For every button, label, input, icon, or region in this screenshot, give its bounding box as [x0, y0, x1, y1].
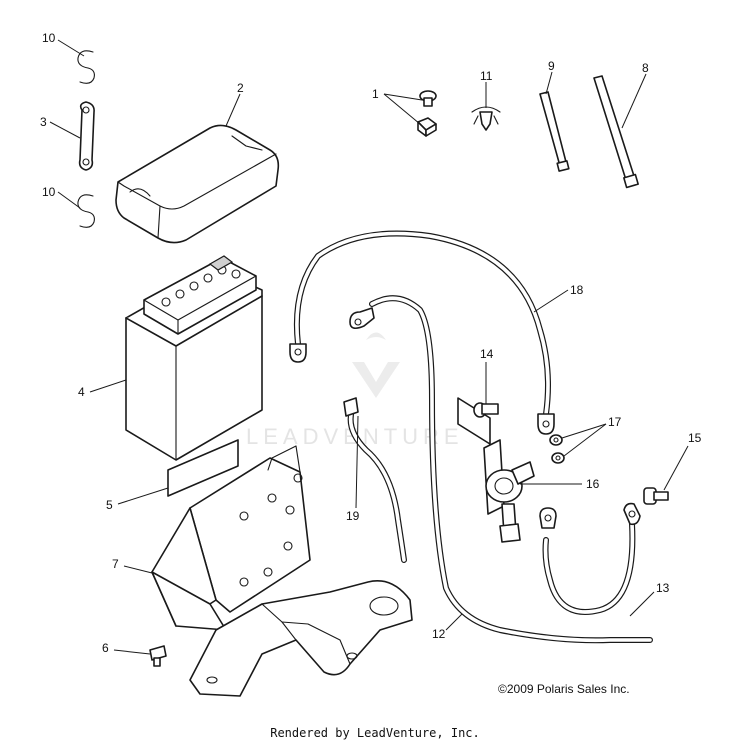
callout-3: 3 [40, 115, 47, 129]
clip-10-bottom[interactable] [77, 194, 95, 228]
callout-8: 8 [642, 61, 649, 75]
nuts-17[interactable] [549, 434, 565, 464]
callout-9: 9 [548, 59, 555, 73]
copyright-notice: ©2009 Polaris Sales Inc. [498, 682, 630, 696]
rendered-by-footer: Rendered by LeadVenture, Inc. [270, 726, 480, 740]
callout-16: 16 [586, 477, 600, 491]
clip-10-top[interactable] [77, 50, 95, 84]
callout-numbers: 10 3 10 2 1 11 9 8 4 5 7 6 18 14 19 17 1… [40, 31, 702, 655]
cable-13[interactable] [539, 502, 641, 615]
vent-hose-19[interactable] [343, 397, 407, 563]
callout-10-top: 10 [42, 31, 56, 45]
cable-tie-9[interactable] [539, 91, 570, 172]
callout-14: 14 [480, 347, 494, 361]
battery-cover-2[interactable] [115, 124, 280, 244]
callout-1: 1 [372, 87, 379, 101]
starter-solenoid-16[interactable] [483, 439, 535, 543]
push-pin-11[interactable] [471, 106, 501, 131]
callout-13: 13 [656, 581, 670, 595]
callout-17: 17 [608, 415, 622, 429]
fastener-1[interactable] [417, 90, 437, 137]
bolt-15[interactable] [643, 487, 669, 505]
strap-3[interactable] [78, 101, 95, 171]
cable-12[interactable] [349, 295, 653, 644]
battery-4[interactable] [125, 255, 263, 461]
cable-tie-8[interactable] [593, 75, 639, 189]
battery-bracket-7[interactable] [151, 445, 311, 631]
callout-15: 15 [688, 431, 702, 445]
callout-4: 4 [78, 385, 85, 399]
callout-18: 18 [570, 283, 584, 297]
leader-lines [49, 39, 689, 655]
label-5[interactable] [167, 439, 239, 497]
callout-12: 12 [432, 627, 446, 641]
callout-19: 19 [346, 509, 360, 523]
callout-5: 5 [106, 498, 113, 512]
bolt-14[interactable] [457, 397, 499, 445]
callout-7: 7 [112, 557, 119, 571]
screw-6[interactable] [149, 645, 167, 667]
callout-11: 11 [480, 69, 493, 83]
callout-2: 2 [237, 81, 244, 95]
cable-18[interactable] [289, 230, 555, 435]
callout-6: 6 [102, 641, 109, 655]
support-base[interactable] [189, 580, 413, 697]
callout-10-bottom: 10 [42, 185, 56, 199]
